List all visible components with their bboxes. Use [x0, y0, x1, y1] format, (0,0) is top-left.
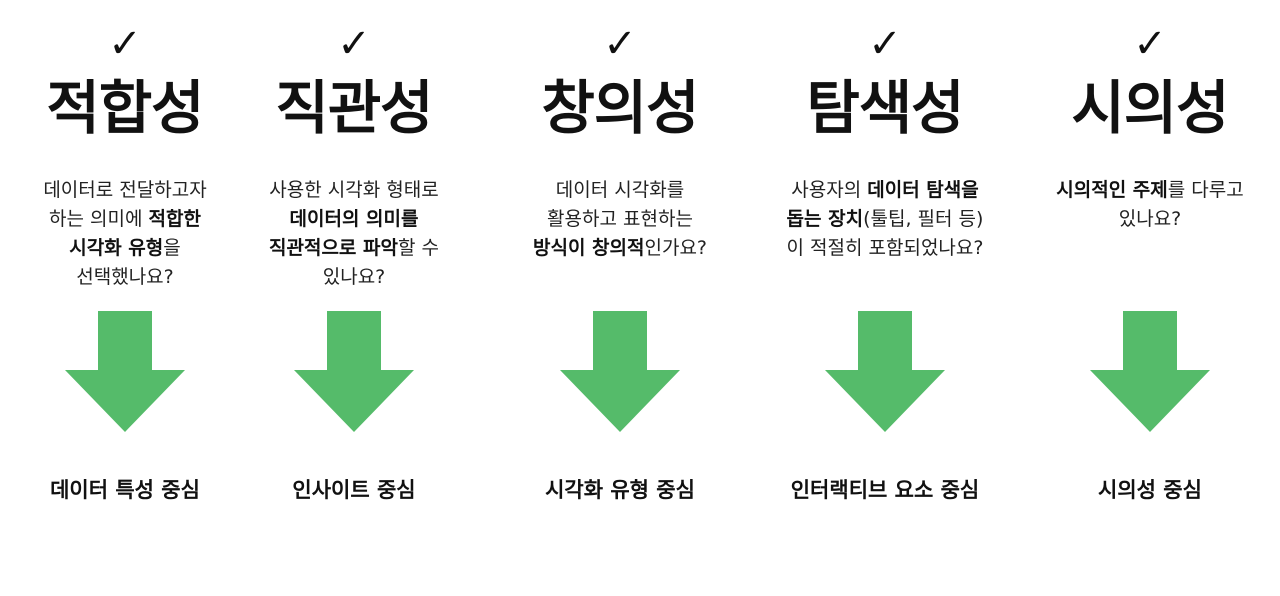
description-emphasis: 시의적인 주제: [1056, 179, 1168, 201]
description-emphasis: 직관적으로 파악: [269, 237, 398, 259]
criterion-title: 적합성: [46, 74, 204, 142]
description-line: 데이터로 전달하고자: [0, 176, 250, 205]
description-text: 있나요?: [322, 266, 386, 288]
criterion-focus: 시의성 중심: [1098, 478, 1202, 502]
description-text: 사용자의: [791, 179, 868, 201]
criterion-title: 탐색성: [806, 74, 964, 142]
description-line: 시각화 유형을: [0, 234, 250, 263]
description-line: 돕는 장치(툴팁, 필터 등): [760, 205, 1010, 234]
description-line: 하는 의미에 적합한: [0, 205, 250, 234]
description-text: 선택했나요?: [76, 266, 174, 288]
description-line: 데이터 시각화를: [495, 176, 745, 205]
description-line: 직관적으로 파악할 수: [229, 234, 479, 263]
description-emphasis: 시각화 유형: [69, 237, 164, 259]
criterion-focus: 시각화 유형 중심: [545, 478, 695, 502]
description-emphasis: 데이터의 의미를: [289, 208, 419, 230]
description-text: 를 다루고: [1167, 179, 1244, 201]
description-text: 사용한 시각화 형태로: [269, 179, 439, 201]
check-icon: ✓: [1133, 21, 1167, 67]
down-arrow-icon: [65, 311, 185, 432]
down-arrow-icon: [560, 311, 680, 432]
description-emphasis: 돕는 장치: [786, 208, 864, 230]
criterion-title: 창의성: [541, 74, 699, 142]
description-line: 방식이 창의적인가요?: [495, 234, 745, 263]
description-line: 사용한 시각화 형태로: [229, 176, 479, 205]
down-arrow-icon: [294, 311, 414, 432]
check-icon: ✓: [108, 21, 142, 67]
description-text: 하는 의미에: [49, 208, 149, 230]
check-icon: ✓: [337, 21, 371, 67]
description-text: 활용하고 표현하는: [547, 208, 693, 230]
check-icon: ✓: [868, 21, 902, 67]
description-line: 선택했나요?: [0, 263, 250, 292]
description-line: 이 적절히 포함되었나요?: [760, 234, 1010, 263]
description-text: 이 적절히 포함되었나요?: [786, 237, 984, 259]
description-emphasis: 적합한: [148, 208, 201, 230]
criterion-title: 시의성: [1071, 74, 1229, 142]
description-line: 사용자의 데이터 탐색을: [760, 176, 1010, 205]
description-text: 인가요?: [644, 237, 708, 259]
description-line: 시의적인 주제를 다루고: [1025, 176, 1275, 205]
criterion-focus: 인사이트 중심: [292, 478, 416, 502]
description-text: 데이터 시각화를: [555, 179, 685, 201]
description-line: 있나요?: [1025, 205, 1275, 234]
description-line: 데이터의 의미를: [229, 205, 479, 234]
criterion-focus: 인터랙티브 요소 중심: [790, 478, 980, 502]
criterion-focus: 데이터 특성 중심: [50, 478, 200, 502]
description-text: 을: [163, 237, 181, 259]
description-text: 할 수: [397, 237, 439, 259]
description-emphasis: 데이터 탐색을: [867, 179, 979, 201]
check-icon: ✓: [603, 21, 637, 67]
description-line: 있나요?: [229, 263, 479, 292]
criterion-title: 직관성: [275, 74, 433, 142]
description-text: 데이터로 전달하고자: [43, 179, 207, 201]
description-text: 있나요?: [1118, 208, 1182, 230]
down-arrow-icon: [1090, 311, 1210, 432]
description-line: 활용하고 표현하는: [495, 205, 745, 234]
down-arrow-icon: [825, 311, 945, 432]
description-text: (툴팁, 필터 등): [863, 208, 984, 230]
description-emphasis: 방식이 창의적: [532, 237, 645, 259]
